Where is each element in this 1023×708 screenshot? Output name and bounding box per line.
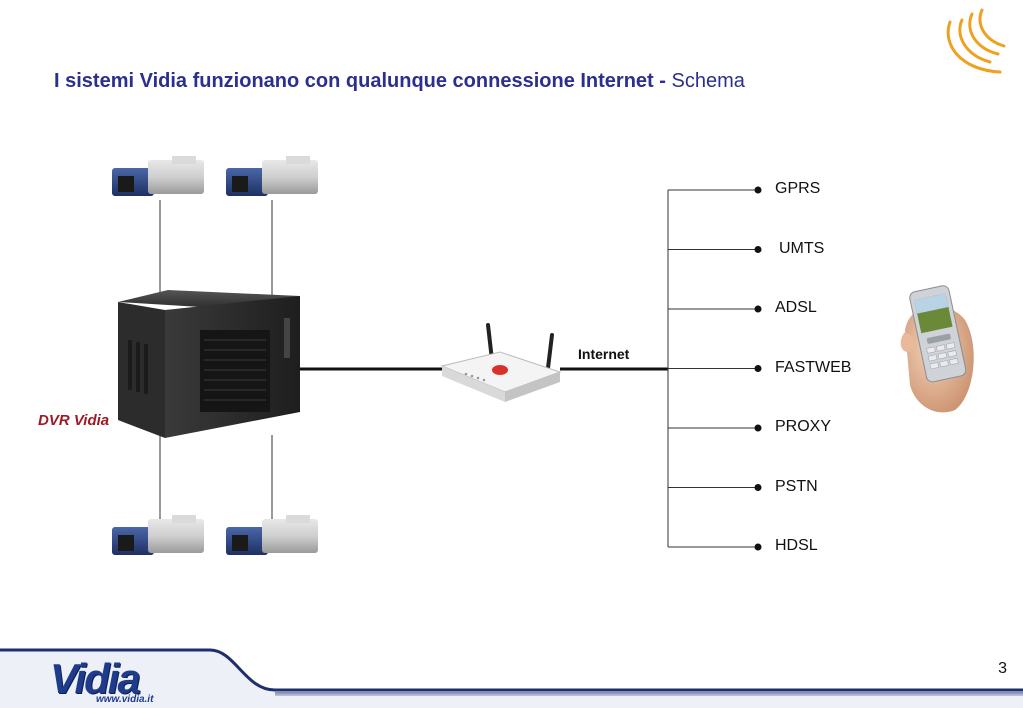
signal-waves-icon	[946, 8, 1006, 74]
smartphone-icon	[900, 285, 974, 413]
connection-dot	[754, 186, 762, 194]
title-main: I sistemi Vidia funzionano con qualunque…	[54, 70, 666, 92]
connection-label-hdsl: HDSL	[775, 537, 818, 554]
connection-dot	[754, 484, 762, 491]
page-number: 3	[998, 660, 1007, 677]
connection-label-gprs: GPRS	[775, 180, 821, 197]
camera-icon	[112, 156, 204, 196]
connection-label-proxy: PROXY	[775, 418, 832, 435]
footer-bar	[0, 648, 1023, 708]
camera-icon	[226, 515, 318, 555]
page-title: I sistemi Vidia funzionano con qualunque…	[54, 70, 745, 93]
connection-dot	[754, 543, 762, 551]
connection-label-fastweb: FASTWEB	[775, 358, 852, 376]
router-icon	[440, 323, 562, 402]
dvr-box-icon	[118, 290, 300, 438]
vidia-logo: Vidia	[50, 655, 141, 702]
internet-label: Internet	[578, 346, 630, 362]
connection-dot	[754, 424, 762, 432]
connection-label-adsl: ADSL	[775, 299, 817, 316]
connection-bus	[667, 186, 762, 551]
dvr-label: DVR Vidia	[38, 412, 110, 429]
connection-label-umts: UMTS	[779, 239, 825, 257]
connection-dot	[754, 365, 762, 372]
camera-icon	[226, 156, 318, 196]
title-suffix: Schema	[671, 70, 745, 92]
connection-dot	[754, 305, 762, 313]
camera-cables	[159, 200, 273, 520]
connection-label-pstn: PSTN	[775, 477, 818, 495]
connection-dot	[754, 246, 762, 253]
camera-icon	[112, 515, 204, 555]
vidia-url: www.vidia.it	[96, 694, 154, 705]
